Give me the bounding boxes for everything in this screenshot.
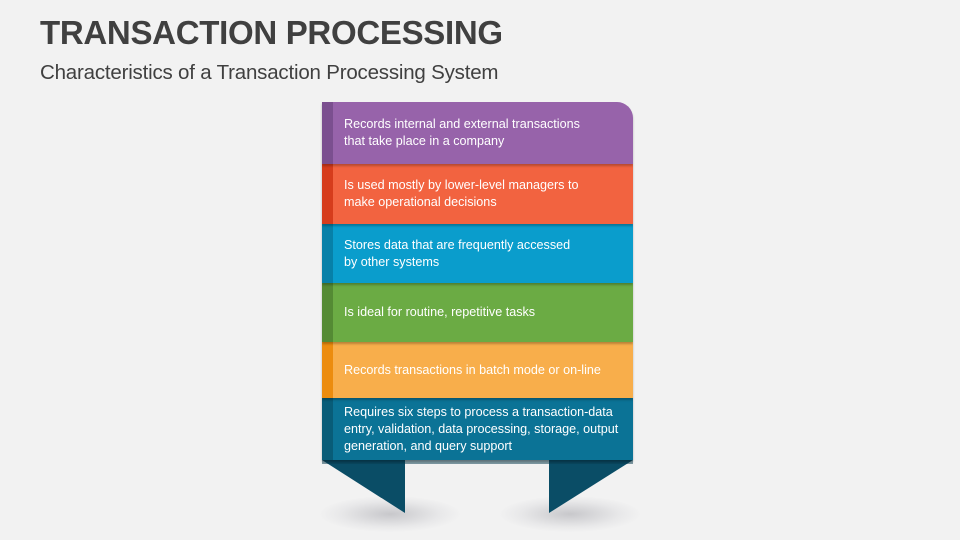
band-edge-strip (322, 398, 333, 460)
band-edge-strip (322, 283, 333, 342)
characteristic-text: Is used mostly by lower-level managers t… (344, 178, 579, 209)
characteristic-item-records-transactions: Records internal and external transactio… (322, 102, 633, 164)
characteristic-text: Records transactions in batch mode or on… (344, 362, 601, 377)
slide-subtitle: Characteristics of a Transaction Process… (40, 61, 499, 84)
characteristic-item-batch-mode: Records transactions in batch mode or on… (322, 342, 633, 398)
left-tail-shape (322, 460, 405, 513)
banner-shadow-right (500, 496, 640, 532)
characteristic-text: Requires six steps to process a transact… (344, 404, 619, 453)
band-edge-strip (322, 102, 333, 164)
slide-title: TRANSACTION PROCESSING (40, 14, 503, 51)
characteristic-item-lower-level-managers: Is used mostly by lower-level managers t… (322, 164, 633, 224)
right-tail-shape (549, 460, 633, 513)
band-edge-strip (322, 224, 333, 283)
characteristic-item-six-steps: Requires six steps to process a transact… (322, 398, 633, 460)
band-edge-strip (322, 342, 333, 398)
band-edge-strip (322, 164, 333, 224)
characteristic-text: Is ideal for routine, repetitive tasks (344, 305, 536, 319)
characteristic-item-routine-tasks: Is ideal for routine, repetitive tasks (322, 283, 633, 342)
characteristic-text: Records internal and external transactio… (344, 117, 580, 148)
characteristic-text: Stores data that are frequently accessed… (344, 237, 571, 269)
characteristic-item-stores-data: Stores data that are frequently accessed… (322, 224, 633, 283)
